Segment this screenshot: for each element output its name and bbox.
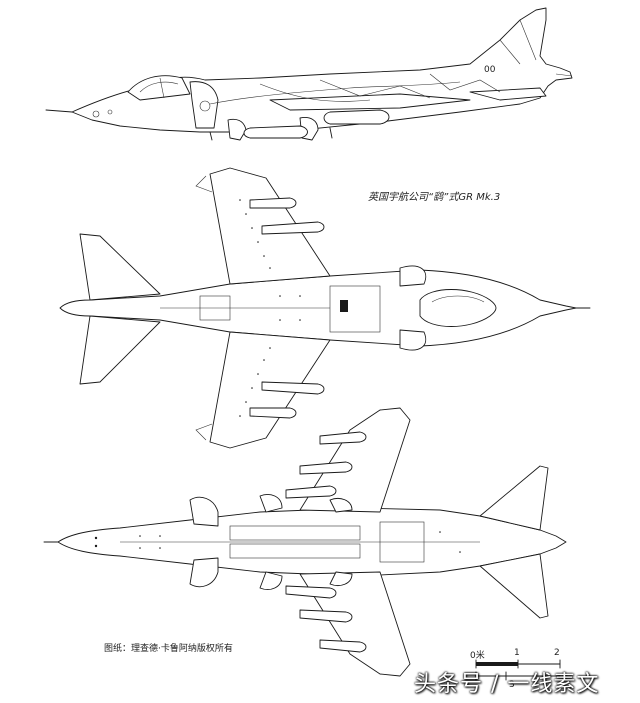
watermark-text: 头条号 / 一线素文 [414, 672, 600, 697]
drawing-title: 英国宇航公司“鹞”式GR Mk.3 [368, 192, 501, 203]
drawing-credit: 图纸：理查德·卡鲁阿纳版权所有 [104, 644, 233, 654]
scale-label-one: 1 [514, 648, 520, 658]
rivet-pattern [239, 199, 301, 417]
scale-label-three: 3 [509, 680, 515, 690]
underside-rivets [94, 531, 461, 553]
tail-code-text: 00 [484, 65, 496, 75]
scale-label-two: 2 [554, 648, 560, 658]
scale-label-zero: 0米 [470, 651, 485, 661]
